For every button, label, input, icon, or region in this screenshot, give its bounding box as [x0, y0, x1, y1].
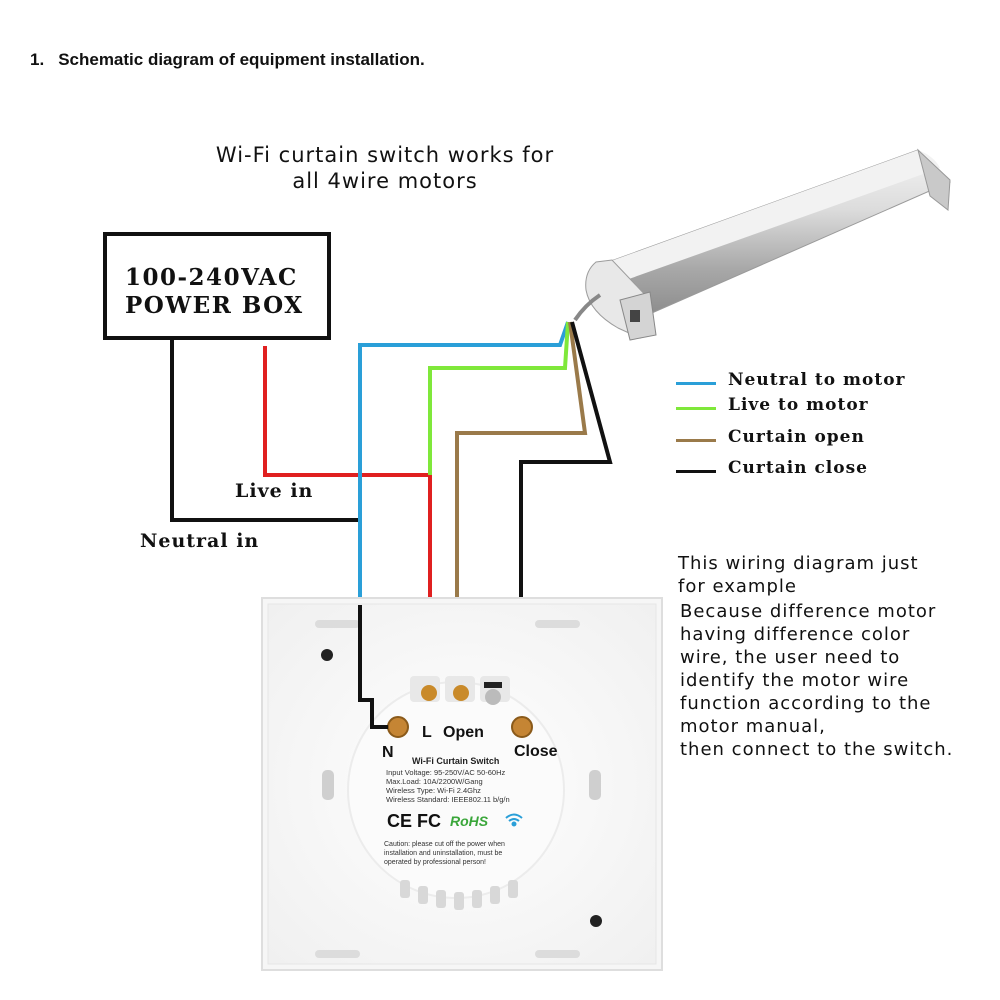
legend-item: Live to motor: [676, 395, 976, 419]
note-line: having difference color: [680, 624, 911, 645]
terminal-open-label: Open: [443, 724, 484, 741]
legend-label: Live to motor: [728, 395, 869, 415]
caution-line-2: installation and uninstallation, must be: [384, 850, 502, 857]
legend-item: Curtain close: [676, 458, 976, 482]
spec-line-4: Wireless Standard: IEEE802.11 b/g/n: [386, 795, 510, 804]
legend-swatch: [676, 407, 716, 410]
note-line: Because difference motor: [680, 601, 937, 622]
ce-mark: CE: [387, 811, 412, 831]
wires: [170, 321, 613, 726]
note-line: then connect to the switch.: [680, 739, 954, 760]
note-block-a: This wiring diagram just for example: [678, 552, 919, 598]
neutral-to-motor-wire: [358, 321, 570, 605]
wifi-icon: [505, 813, 523, 827]
curtain-close-wire: [519, 321, 613, 726]
section-heading: 1. Schematic diagram of equipment install…: [30, 50, 425, 70]
switch-back-panel: N L Open Close Wi-Fi Curtain Switch Inpu…: [261, 597, 663, 971]
spec-line-3: Wireless Type: Wi-Fi 2.4Ghz: [386, 786, 481, 795]
section-heading-text: Schematic diagram of equipment installat…: [58, 50, 425, 69]
power-box-line1: 100-240VAC: [125, 264, 298, 291]
terminal-n-label: N: [382, 744, 394, 761]
legend-label: Curtain close: [728, 458, 868, 478]
power-box-line2: POWER BOX: [125, 292, 304, 319]
rohs-mark: RoHS: [450, 813, 489, 829]
section-number: 1.: [30, 50, 45, 69]
note-block-b: Because difference motor having differen…: [680, 600, 953, 761]
terminal-l-label: L: [422, 724, 432, 741]
legend-label: Curtain open: [728, 427, 865, 447]
caution-line-1: Caution: please cut off the power when: [384, 841, 505, 848]
power-box: 100-240VAC POWER BOX: [103, 232, 331, 340]
terminal-close-label: Close: [514, 743, 558, 760]
legend-swatch: [676, 439, 716, 442]
spec-line-2: Max.Load: 10A/2200W/Gang: [386, 777, 483, 786]
legend-swatch: [676, 382, 716, 385]
diagram-title-line2: all 4wire motors: [292, 169, 478, 193]
note-line: for example: [678, 576, 797, 597]
note-line: wire, the user need to: [680, 647, 901, 668]
live-in-label: Live in: [235, 480, 314, 502]
note-line: identify the motor wire: [680, 670, 910, 691]
spec-line-1: Input Voltage: 95-250V/AC 50-60Hz: [386, 768, 505, 777]
legend-item: Neutral to motor: [676, 370, 976, 394]
legend-item: Curtain open: [676, 427, 976, 451]
live-to-motor-wire: [428, 321, 570, 475]
curtain-open-wire: [455, 321, 588, 680]
note-line: function according to the: [680, 693, 932, 714]
legend-label: Neutral to motor: [728, 370, 906, 390]
curtain-motor: [573, 148, 951, 341]
neutral-in-label: Neutral in: [140, 530, 260, 552]
note-line: This wiring diagram just: [678, 553, 919, 574]
product-name: Wi-Fi Curtain Switch: [412, 756, 499, 766]
diagram-title-line1: Wi-Fi curtain switch works for: [215, 143, 555, 167]
diagram-title: Wi-Fi curtain switch works for all 4wire…: [150, 142, 620, 194]
terminal-close-screw: [511, 716, 533, 738]
legend-swatch: [676, 470, 716, 473]
fc-mark: FC: [417, 811, 441, 831]
caution-line-3: operated by professional person!: [384, 859, 486, 866]
note-line: motor manual,: [680, 716, 826, 737]
live-in-wire: [263, 346, 432, 680]
terminal-n-screw: [387, 716, 409, 738]
